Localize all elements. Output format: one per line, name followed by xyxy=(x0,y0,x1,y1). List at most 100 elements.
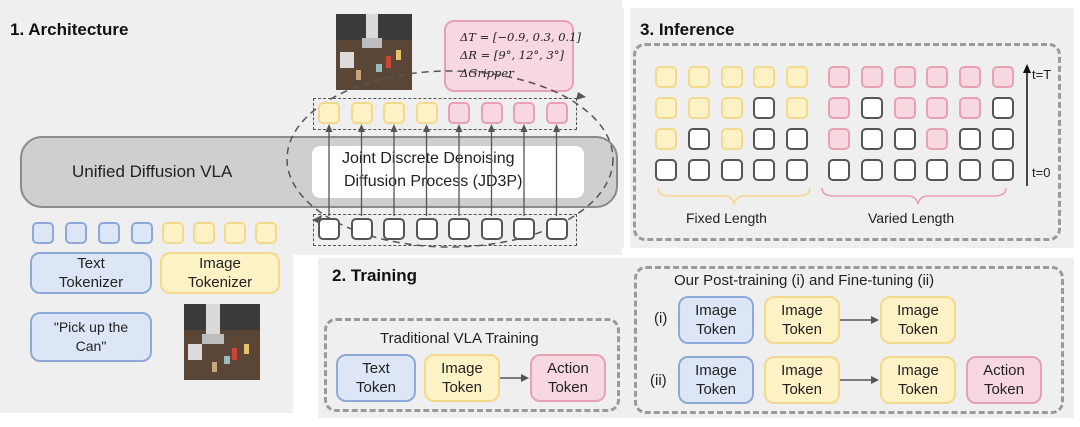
text-token xyxy=(98,222,120,244)
denoise-arrow-head xyxy=(423,124,430,132)
inference-title: 3. Inference xyxy=(640,20,735,39)
jd3p-label-line2: Diffusion Process (JD3P) xyxy=(344,173,523,190)
image-token xyxy=(255,222,277,244)
inference-token xyxy=(926,128,949,150)
robot-scene-image-bottom xyxy=(184,304,260,380)
ours-ii-token-1-label: Image Token xyxy=(695,362,737,398)
inference-token xyxy=(753,66,776,88)
jd3p-box xyxy=(312,146,584,198)
delta-t-label: ΔT = [−0.9, 0.3, 0.1] xyxy=(460,30,582,44)
output-token xyxy=(383,102,405,124)
training-title: 2. Training xyxy=(332,266,418,285)
input-token xyxy=(318,218,340,240)
denoise-arrow-head xyxy=(488,124,495,132)
inference-token xyxy=(687,97,710,119)
time-top-label: t=T xyxy=(1032,67,1052,82)
input-token xyxy=(415,218,438,240)
image-token xyxy=(224,222,246,244)
text-token xyxy=(32,222,54,244)
image-tokenizer-label: Image Tokenizer xyxy=(187,255,253,291)
output-token xyxy=(513,102,535,124)
inference-token xyxy=(655,128,677,150)
inference-token xyxy=(828,97,850,119)
jd3p-arrows xyxy=(325,124,560,216)
input-token xyxy=(350,218,373,240)
action-annotation-box: ΔT = [−0.9, 0.3, 0.1] ΔR = [9°, 12°, 3°]… xyxy=(444,20,582,92)
panel-gap-v xyxy=(624,0,630,255)
varied-length-label: Varied Length xyxy=(868,210,955,226)
ours-i-token-2-label: Image Token xyxy=(781,302,823,338)
ours-ii-action-token: Action Token xyxy=(966,356,1042,404)
inference-token xyxy=(828,66,850,88)
row-ii-label: (ii) xyxy=(650,372,667,389)
length-braces xyxy=(657,187,1007,205)
inference-token xyxy=(786,159,809,181)
denoise-arrow-head xyxy=(455,124,463,132)
trad-image-token-label: Image Token xyxy=(441,360,483,396)
inference-token xyxy=(860,97,883,119)
ours-ii-image-token-2: Image Token xyxy=(764,356,840,404)
fixed-length-label: Fixed Length xyxy=(686,210,767,226)
image-token xyxy=(162,222,184,244)
row-i-label: (i) xyxy=(654,310,668,327)
text-tokenizer-box: Text Tokenizer xyxy=(30,252,152,294)
time-axis-arrow xyxy=(1023,64,1031,186)
inference-token xyxy=(655,159,677,181)
unified-diffusion-vla-label: Unified Diffusion VLA xyxy=(72,162,233,181)
output-token xyxy=(448,102,470,124)
inference-dashed-frame xyxy=(633,43,1061,241)
text-token xyxy=(131,222,153,244)
ours-training-title: Our Post-training (i) and Fine-tuning (i… xyxy=(674,272,935,289)
inference-token xyxy=(786,66,809,88)
inference-token xyxy=(992,97,1014,119)
inference-token xyxy=(860,128,883,150)
trad-text-token: Text Token xyxy=(336,354,416,402)
ours-i-token-3-label: Image Token xyxy=(897,302,939,338)
ours-ii-arrow xyxy=(840,376,879,384)
ours-training-frame xyxy=(634,266,1064,414)
ours-ii-image-token-1: Image Token xyxy=(678,356,754,404)
inference-token xyxy=(786,97,809,119)
inference-token xyxy=(753,159,776,181)
inference-token xyxy=(893,66,916,88)
inference-token xyxy=(753,128,776,150)
trad-arrow xyxy=(500,374,529,382)
inference-token xyxy=(959,128,982,150)
inference-token xyxy=(893,97,916,119)
inference-token xyxy=(893,159,916,181)
ours-ii-token-2-label: Image Token xyxy=(781,362,823,398)
delta-r-label: ΔR = [9°, 12°, 3°] xyxy=(460,48,565,62)
input-token xyxy=(448,218,470,240)
ours-i-arrow xyxy=(840,316,879,324)
inference-token xyxy=(926,159,949,181)
inference-token xyxy=(959,97,982,119)
input-token xyxy=(545,218,568,240)
image-token xyxy=(193,222,215,244)
input-token xyxy=(383,218,405,240)
trad-text-token-label: Text Token xyxy=(355,360,397,396)
inference-token xyxy=(926,66,949,88)
denoise-arrow-head xyxy=(553,124,560,132)
text-token xyxy=(65,222,87,244)
inference-token xyxy=(655,66,677,88)
inference-token xyxy=(959,159,982,181)
inference-token xyxy=(720,159,743,181)
instruction-text: "Pick up the Can" xyxy=(53,319,129,354)
denoise-arrow-head xyxy=(325,124,333,132)
inference-token xyxy=(655,97,677,119)
output-token xyxy=(318,102,340,124)
image-tokenizer-box: Image Tokenizer xyxy=(160,252,280,294)
ours-i-image-token-2: Image Token xyxy=(764,296,840,344)
inference-token xyxy=(786,128,809,150)
inference-token xyxy=(893,128,916,150)
ours-ii-token-3-label: Image Token xyxy=(897,362,939,398)
inference-token xyxy=(992,128,1014,150)
denoise-arrow-head xyxy=(390,124,398,132)
inference-token xyxy=(687,128,710,150)
inference-token xyxy=(753,97,776,119)
inference-token xyxy=(959,66,982,88)
inference-token xyxy=(860,159,883,181)
ours-i-image-token-1: Image Token xyxy=(678,296,754,344)
inference-token xyxy=(720,66,743,88)
text-tokenizer-label: Text Tokenizer xyxy=(58,255,124,291)
